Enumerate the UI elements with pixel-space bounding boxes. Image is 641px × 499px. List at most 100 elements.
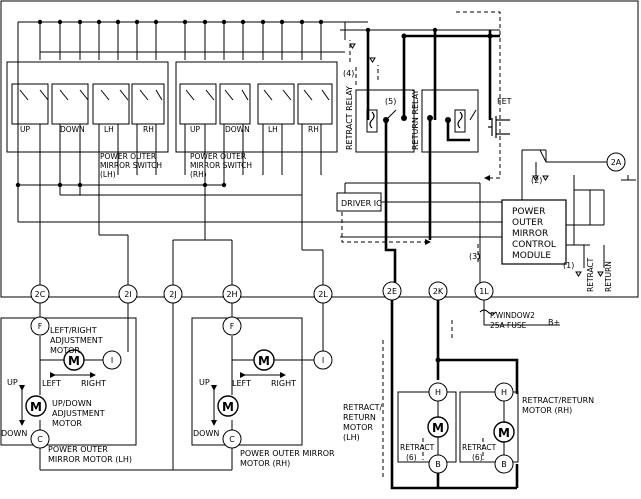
connector-2L: 2L xyxy=(313,284,333,304)
lh-lr-motor-m: M xyxy=(68,354,80,368)
rh-motor-name-1: POWER OUTER MIRROR xyxy=(240,449,335,458)
lh-ud-label-3: MOTOR xyxy=(52,419,82,428)
rh-motor-name-2: MOTOR (RH) xyxy=(240,459,290,468)
module-label-1: POWER xyxy=(512,207,545,217)
rh-lr-motor-m: M xyxy=(258,354,270,368)
lh-switch-block xyxy=(6,61,169,235)
rh-switch-label-1: POWER OUTER xyxy=(190,152,246,161)
connector-2L-label: 2L xyxy=(318,290,328,299)
relay-group xyxy=(355,89,479,153)
retract-lh-name-2: RETURN xyxy=(343,413,376,422)
module-retract-label: RETRACT xyxy=(586,257,595,292)
rh-lr-motor-icon xyxy=(253,349,275,371)
rh-switch-rh-label: RH xyxy=(308,125,319,134)
fet-label: FET xyxy=(497,97,512,106)
lh-switch-label-2: MIRROR SWITCH xyxy=(100,161,162,170)
lh-motor-arrows xyxy=(19,372,96,426)
rh-switch-up-label: UP xyxy=(190,125,200,134)
rh-switch-down-label: DOWN xyxy=(225,125,250,134)
retract-rh-name-1: RETRACT/RETURN xyxy=(522,396,594,405)
lh-right-label: RIGHT xyxy=(81,379,106,388)
connector-2A: 2A xyxy=(606,152,626,172)
lh-ud-motor-icon xyxy=(25,395,47,417)
ground-symbols xyxy=(349,43,636,277)
lh-pin-C-label: C xyxy=(37,435,43,444)
connector-2C: 2C xyxy=(30,284,50,304)
heavy-power-wiring xyxy=(366,30,519,490)
retract-rh-motor-m: M xyxy=(498,426,510,440)
driver-ic-label: DRIVER IC xyxy=(341,199,382,208)
connector-2C-label: 2C xyxy=(35,290,46,299)
connector-1L-label: 1L xyxy=(479,287,489,296)
lh-up-label: UP xyxy=(7,378,18,387)
lh-lr-label-1: LEFT/RIGHT xyxy=(50,326,97,335)
rh-pin-C xyxy=(222,429,242,449)
rh-pin-I-label: I xyxy=(322,356,324,365)
note-1: (1) xyxy=(563,261,574,270)
module-label-4: CONTROL xyxy=(512,240,556,250)
lh-pin-I xyxy=(102,350,122,370)
fet-symbol xyxy=(488,116,510,138)
lh-ud-label-1: UP/DOWN xyxy=(52,399,92,408)
top-bus-wiring xyxy=(17,21,500,185)
rh-ud-motor-icon xyxy=(217,395,239,417)
note-5: (5) xyxy=(385,97,396,106)
connector-2J-label: 2J xyxy=(169,290,176,299)
lh-pin-F-label: F xyxy=(38,322,43,331)
note-2: (2) xyxy=(531,176,542,185)
lh-pin-F xyxy=(30,316,50,336)
fuse-label-1: P.WINDOW2 xyxy=(490,311,535,320)
lh-lr-label-3: MOTOR xyxy=(50,346,80,355)
connector-2H-label: 2H xyxy=(226,290,237,299)
connector-2I: 2I xyxy=(118,284,138,304)
connector-1L: 1L xyxy=(474,281,494,301)
rh-switch-label-2: MIRROR SWITCH xyxy=(190,161,252,170)
lh-switch-down-label: DOWN xyxy=(60,125,85,134)
connector-2A-label: 2A xyxy=(611,158,622,167)
battery-label: B+ xyxy=(548,318,560,327)
lh-ud-motor-m: M xyxy=(30,400,42,414)
retract-lh-label: RETRACT xyxy=(400,443,435,452)
rh-pin-F xyxy=(222,316,242,336)
retract-rh-name-2: MOTOR (RH) xyxy=(522,406,572,415)
lh-ud-label-2: ADJUSTMENT xyxy=(52,409,105,418)
rh-pin-I xyxy=(313,350,333,370)
control-module: POWER OUTER MIRROR CONTROL MODULE xyxy=(501,199,567,265)
lh-switch-label-3: (LH) xyxy=(100,170,116,179)
connector-2H: 2H xyxy=(222,284,242,304)
connector-2E-label: 2E xyxy=(387,287,397,296)
lh-switch-lh-label: LH xyxy=(104,125,114,134)
fuse-label-2: 25A FUSE xyxy=(490,321,527,330)
heavy-junction-dots xyxy=(401,33,493,363)
retract-rh-pin-H-label: H xyxy=(501,388,507,397)
lh-switch-up-label: UP xyxy=(20,125,30,134)
connector-2K: 2K xyxy=(428,281,448,301)
note-3: (3) xyxy=(469,252,480,261)
retract-motor-inner-wiring xyxy=(437,401,505,455)
connector-row: 2C 2I 2J 2H 2L 2E 2K 1L xyxy=(30,152,626,304)
lh-pin-C xyxy=(30,429,50,449)
connector-2J: 2J xyxy=(163,284,183,304)
lh-pin-I-label: I xyxy=(111,356,113,365)
return-relay-label: RETURN RELAY xyxy=(411,89,420,150)
module-label-5: MODULE xyxy=(512,251,551,261)
rh-switch-lh-label: LH xyxy=(268,125,278,134)
module-right-wiring xyxy=(521,149,616,268)
module-label-3: MIRROR xyxy=(512,229,548,239)
lh-down-label: DOWN xyxy=(1,429,27,438)
rh-motor-arrows xyxy=(211,372,286,426)
bus-junction-dots xyxy=(15,19,438,188)
retract-rh-pin-B-label: B xyxy=(501,460,507,469)
transistor-symbol xyxy=(539,149,547,163)
connector-2K-label: 2K xyxy=(433,287,444,296)
lh-left-label: LEFT xyxy=(42,379,61,388)
switch-output-wiring xyxy=(17,184,340,286)
module-return-label: RETURN xyxy=(604,261,613,292)
rh-ud-motor-m: M xyxy=(222,400,234,414)
fuse-symbol xyxy=(479,300,560,326)
lh-lr-label-2: ADJUSTMENT xyxy=(50,336,103,345)
rh-up-label: UP xyxy=(199,378,210,387)
retract-rh-label: RETRACT xyxy=(462,443,497,452)
